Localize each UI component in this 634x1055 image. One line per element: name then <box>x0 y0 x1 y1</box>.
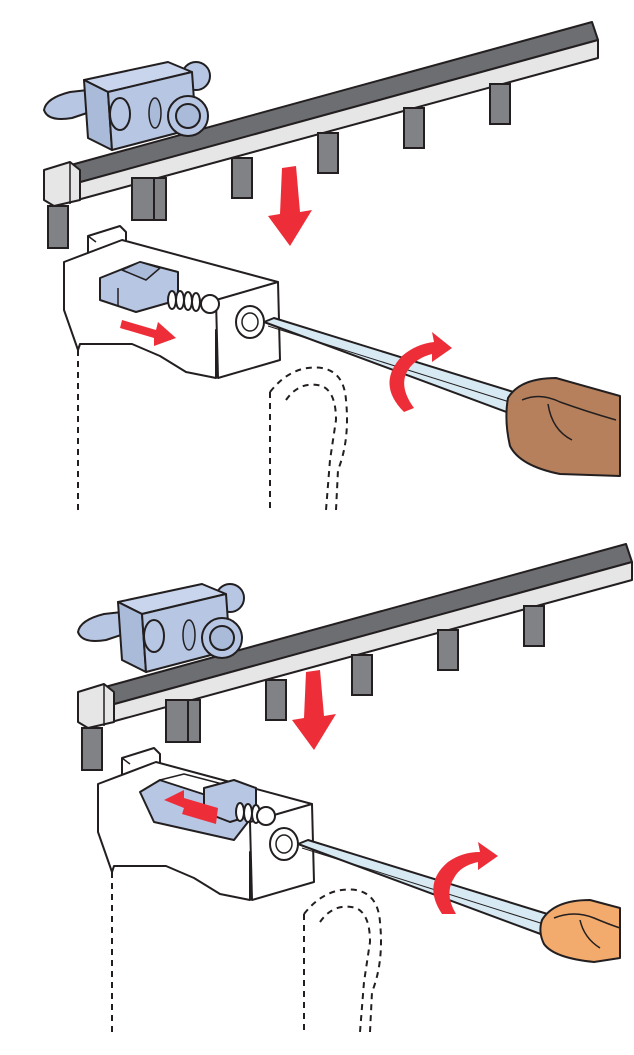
carriage-block <box>63 225 348 511</box>
screwdriver-handle <box>505 377 621 477</box>
screwdriver-handle <box>539 899 621 963</box>
panel-top <box>43 21 621 511</box>
panel-bottom <box>77 543 633 1033</box>
rotate-arrow <box>389 332 452 412</box>
rotate-arrow <box>433 842 498 914</box>
screwdriver-shaft <box>297 839 555 937</box>
slide-right-arrow <box>120 320 176 346</box>
screwdriver-shaft <box>263 317 521 415</box>
slide-left-arrow <box>164 790 218 824</box>
down-arrow <box>292 670 336 750</box>
down-arrow <box>268 166 312 246</box>
